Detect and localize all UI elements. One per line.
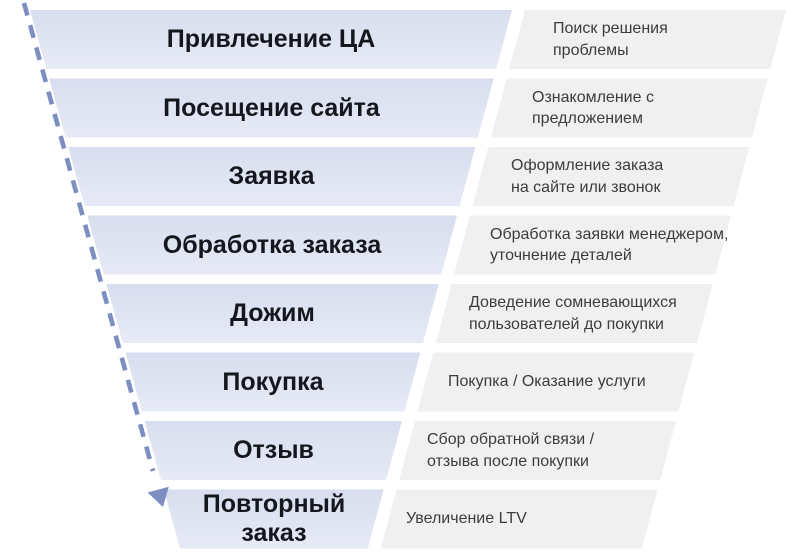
stage-bar-1 [30, 10, 512, 69]
funnel-flow-arrow [21, 2, 169, 507]
flow-arrow-head-icon [147, 486, 169, 507]
desc-panel-6 [417, 352, 695, 412]
desc-panel-8 [380, 489, 658, 549]
desc-panel-5 [435, 284, 713, 343]
stage-bar-3 [68, 147, 476, 206]
desc-panel-4 [454, 215, 731, 275]
desc-panel-7 [399, 421, 676, 480]
stage-bar-5 [106, 284, 439, 343]
desc-panel-3 [472, 147, 750, 206]
stage-bar-8 [163, 489, 384, 549]
stage-bar-7 [144, 421, 402, 480]
flow-arrow-dashes [21, 2, 156, 472]
stage-bar-4 [87, 215, 458, 275]
stage-bar-6 [125, 352, 421, 412]
desc-panel-2 [490, 78, 768, 138]
desc-panel-1 [509, 10, 786, 69]
stage-bar-2 [49, 78, 494, 138]
